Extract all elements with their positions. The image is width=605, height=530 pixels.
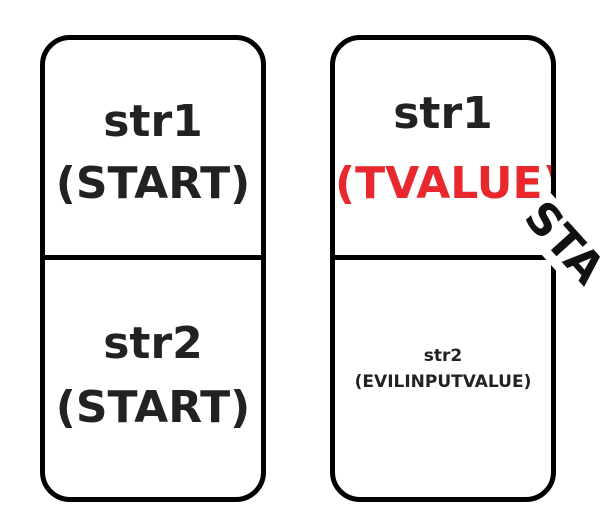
memory-block-overflowed: str1 (TVALUE) str2 (EVILINPUTVALUE): [330, 35, 556, 502]
str2-value: (EVILINPUTVALUE): [354, 372, 532, 392]
str1-cell: str1 (START): [45, 40, 261, 255]
str1-label: str1: [393, 88, 493, 139]
str2-label: str2: [423, 346, 463, 366]
memory-block-original: str1 (START) str2 (START): [40, 35, 266, 502]
str2-value: (START): [55, 382, 251, 433]
cell-divider: [45, 255, 261, 260]
str1-label: str1: [103, 96, 203, 147]
str1-cell: str1 (TVALUE): [335, 40, 551, 255]
str2-label: str2: [103, 318, 203, 369]
str2-cell: str2 (EVILINPUTVALUE): [335, 260, 551, 497]
str2-cell: str2 (START): [45, 260, 261, 497]
str1-value: (START): [55, 158, 251, 209]
str1-overwritten-value: (TVALUE): [335, 158, 556, 209]
cell-divider: [335, 255, 551, 260]
